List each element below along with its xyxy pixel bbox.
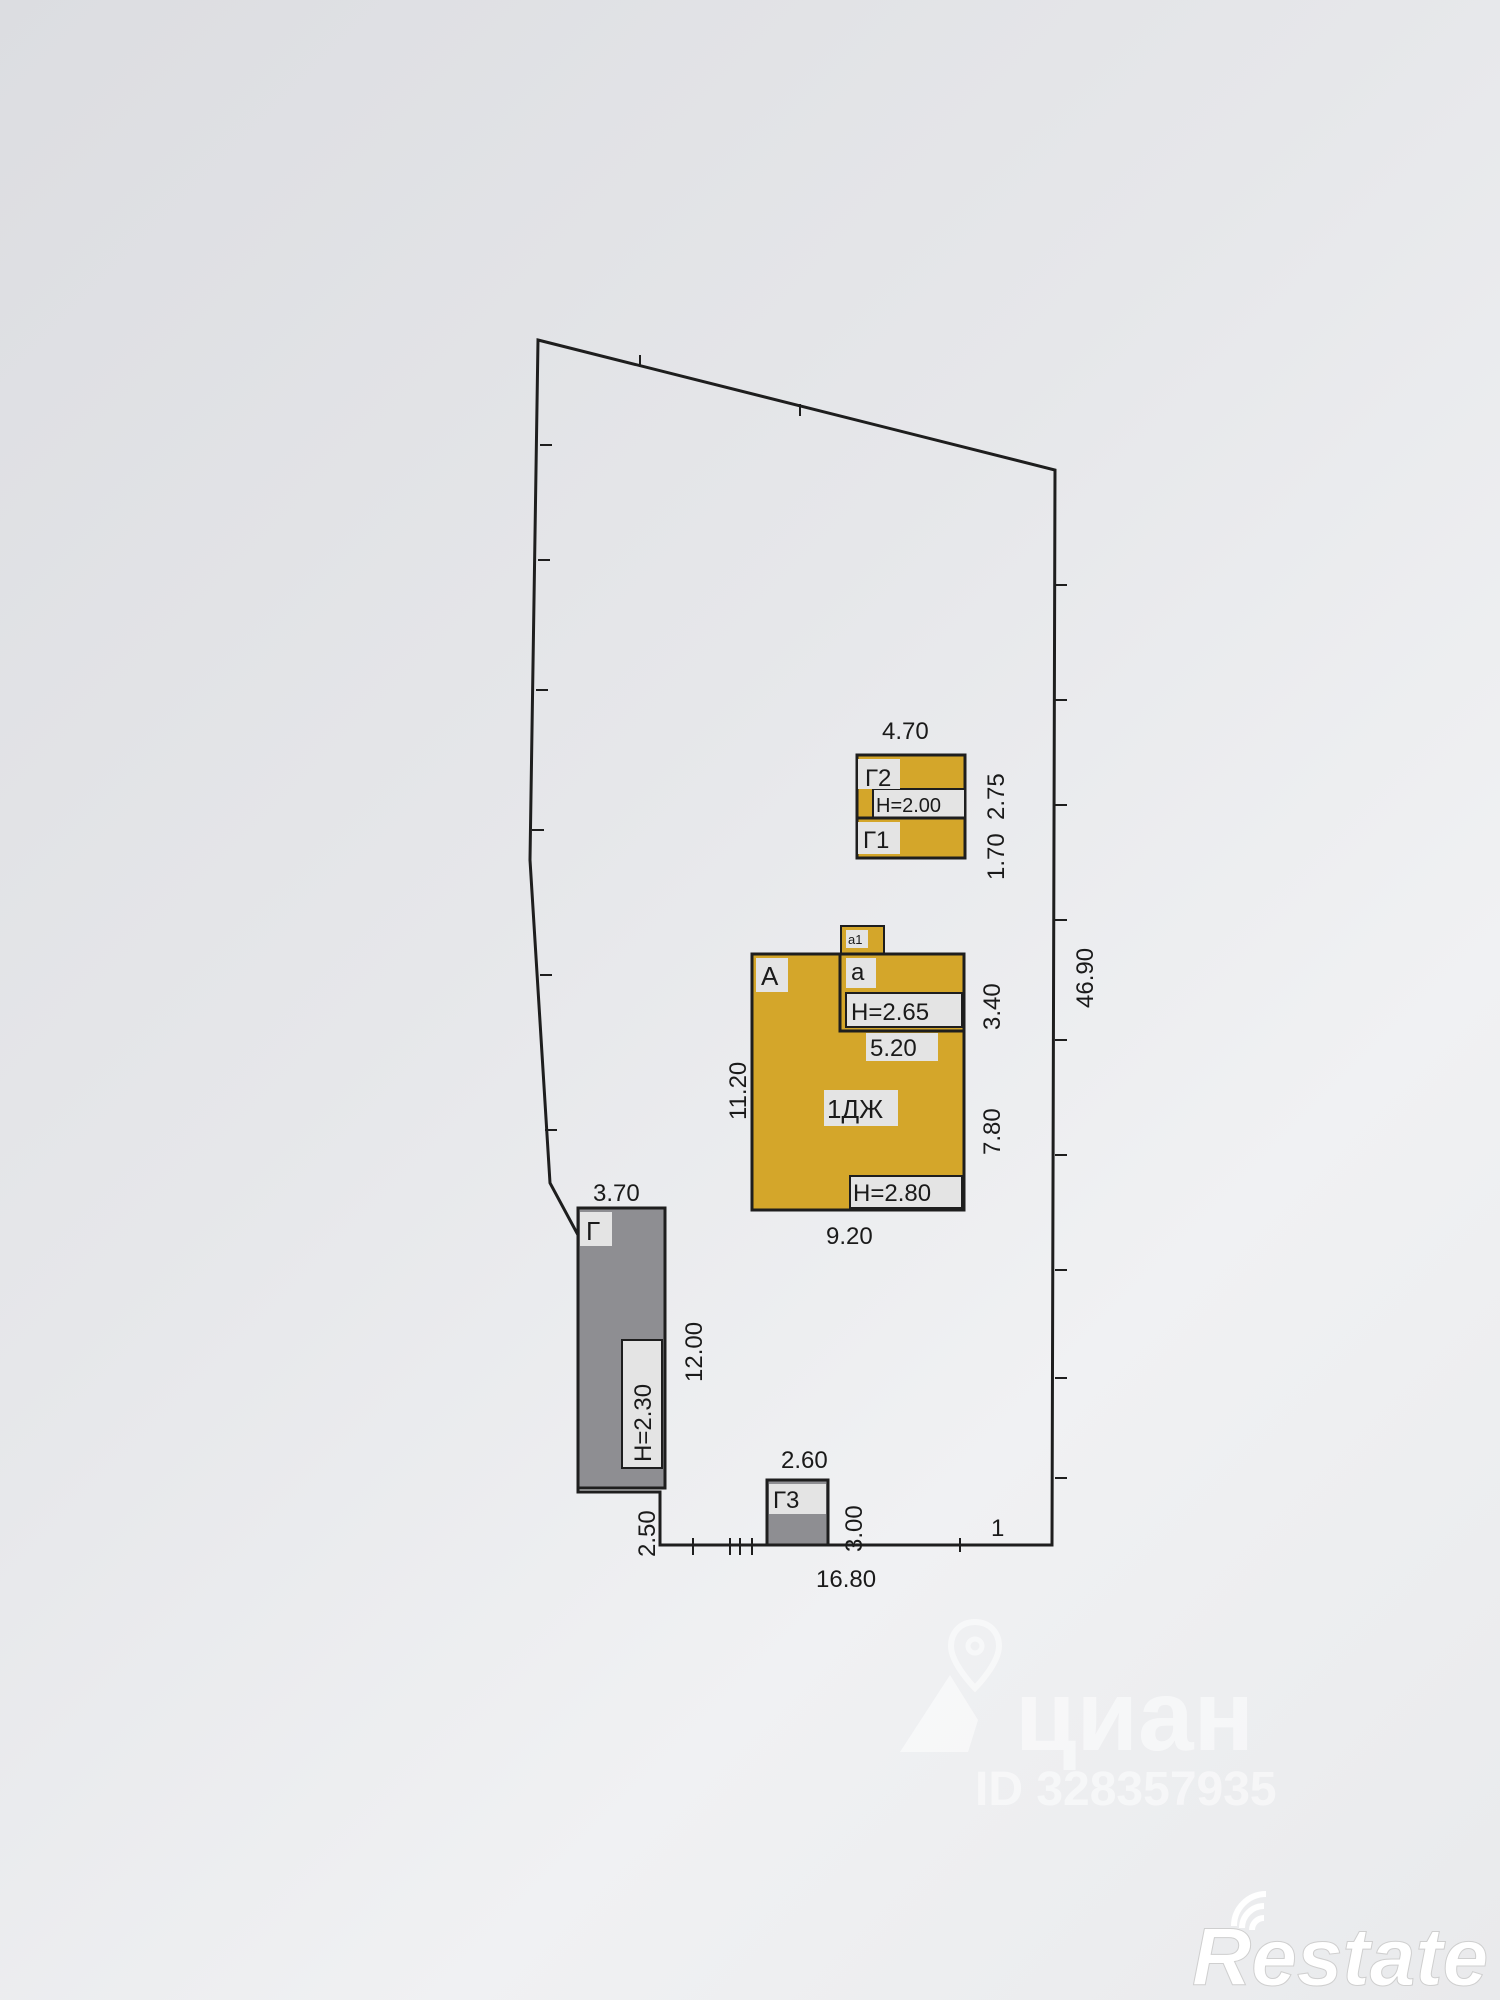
extension-a-width-box bbox=[866, 1033, 938, 1061]
plot-boundary bbox=[528, 338, 1057, 1547]
extension-a-code: а bbox=[851, 959, 865, 986]
boundary-ticks bbox=[532, 355, 1067, 1555]
cian-brand-text: циан bbox=[1015, 1660, 1254, 1772]
house-code: А bbox=[761, 961, 779, 991]
plot-side-length: 46.90 bbox=[1072, 948, 1099, 1008]
house-use-box bbox=[824, 1090, 898, 1126]
garage-g-label-box bbox=[580, 1212, 612, 1246]
cian-watermark: циан ID 328357935 bbox=[900, 1618, 1277, 1816]
location-pin-icon bbox=[947, 1618, 1003, 1693]
extension-a-height-box bbox=[845, 992, 963, 1028]
building-g2-height-box bbox=[872, 788, 966, 819]
house-height-box bbox=[849, 1175, 963, 1209]
building-g3-width: 2.60 bbox=[781, 1447, 828, 1474]
plot-front-length: 16.80 bbox=[816, 1566, 876, 1593]
signal-waves-icon bbox=[1231, 1891, 1267, 1931]
building-g2-depth: 2.75 bbox=[983, 773, 1010, 820]
restate-brand-text: Restate bbox=[1192, 1912, 1488, 2000]
extension-a-depth: 3.40 bbox=[979, 983, 1006, 1030]
building-g1-depth: 1.70 bbox=[983, 833, 1010, 880]
house-depth: 11.20 bbox=[725, 1062, 752, 1120]
building-g3-depth: 3.00 bbox=[841, 1505, 868, 1552]
building-g3-code: Г3 bbox=[773, 1487, 799, 1514]
building-g1-label-box bbox=[858, 822, 900, 854]
house-width: 9.20 bbox=[826, 1223, 873, 1250]
garage-g-height: Н=2.30 bbox=[630, 1384, 657, 1462]
extension-a-width: 5.20 bbox=[870, 1035, 917, 1062]
building-g2-code: Г2 bbox=[865, 765, 891, 792]
building-g2-label-box bbox=[858, 759, 900, 789]
garage-g-width: 3.70 bbox=[593, 1180, 640, 1207]
building-g3-label-box bbox=[769, 1484, 826, 1514]
building-g2-width: 4.70 bbox=[882, 718, 929, 745]
extension-a-height: Н=2.65 bbox=[851, 999, 929, 1026]
cian-logo-icon bbox=[900, 1675, 978, 1752]
garage-g-offset: 2.50 bbox=[634, 1510, 661, 1557]
garage-g-code: Г bbox=[586, 1216, 600, 1246]
garage-g-depth: 12.00 bbox=[681, 1322, 708, 1382]
house-use: 1ДЖ bbox=[827, 1094, 883, 1124]
extension-a1-label-box bbox=[846, 930, 868, 948]
extension-a-label-box bbox=[846, 958, 876, 988]
building-g1-code: Г1 bbox=[863, 827, 889, 854]
extension-a1-code: а1 bbox=[848, 932, 862, 947]
garage-g-height-box bbox=[621, 1339, 663, 1469]
plot-point-number: 1 bbox=[991, 1515, 1004, 1542]
house-label-box bbox=[756, 958, 788, 992]
restate-logo: Restate bbox=[1192, 1891, 1489, 2000]
house-depth-main: 7.80 bbox=[979, 1108, 1006, 1155]
cian-listing-id: ID 328357935 bbox=[975, 1763, 1277, 1816]
building-g2-height: Н=2.00 bbox=[876, 795, 941, 817]
house-height: Н=2.80 bbox=[853, 1180, 931, 1207]
